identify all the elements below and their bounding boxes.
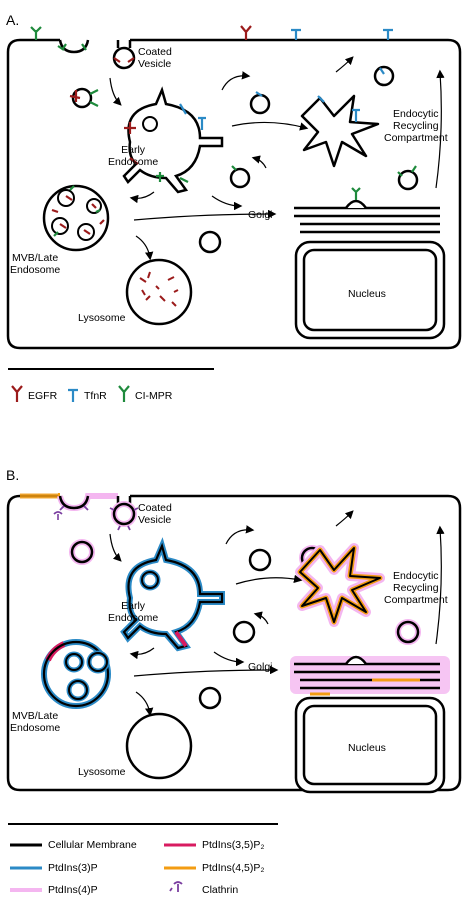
lysosome-label-b: Lysosome [78,766,126,778]
tfnr-icon [68,388,78,402]
small-vesicles-a [71,65,419,254]
recycling-compartment-a [300,94,380,168]
recycling-compartment-label-b: Endocytic Recycling Compartment [384,570,448,606]
recycling-compartment-b [295,543,385,627]
legend-ci-mpr: CI-MPR [135,390,173,402]
arrows-b [109,510,445,717]
nucleus-label-a: Nucleus [348,288,386,300]
lysosome-b [125,712,193,780]
legend-a-icons [11,385,130,402]
legend-ptdins45p2: PtdIns(4,5)P₂ [202,862,265,874]
mvb-label-b: MVB/Late Endosome [10,710,61,734]
mvb-b [41,639,111,709]
mvb-label-a: MVB/Late Endosome [10,252,61,276]
legend-tfnr: TfnR [84,390,107,402]
golgi-label-b: Golgi [248,661,273,673]
panel-b-cell [6,493,462,792]
panel-a-label: A. [6,12,20,28]
coated-vesicle-label-b: Coated Vesicle [138,502,172,526]
clathrin-icon [169,881,183,892]
legend-ptdins4p: PtdIns(4)P [48,884,98,896]
recycling-compartment-label-a: Endocytic Recycling Compartment [384,108,448,144]
early-endosome-a [122,86,224,194]
golgi-a [294,199,440,234]
panel-b-label: B. [6,467,20,483]
ci-mpr-icon [118,385,130,402]
legend-ptdins35p2: PtdIns(3,5)P₂ [202,839,265,851]
lysosome-label-a: Lysosome [78,312,126,324]
arrows-a [109,56,445,261]
early-endosome-label-b: Early Endosome [108,600,159,624]
golgi-b [290,655,450,696]
egfr-icon [11,385,23,402]
legend-b-icons [10,843,196,892]
nucleus-a [294,240,446,340]
golgi-label-a: Golgi [248,209,273,221]
lysosome-a [125,258,193,326]
coated-vesicle-label-a: Coated Vesicle [138,46,172,70]
nucleus-b [294,696,446,794]
legend-ptdins3p: PtdIns(3)P [48,862,98,874]
legend-clathrin: Clathrin [202,884,239,896]
nucleus-label-b: Nucleus [348,742,386,754]
early-endosome-label-a: Early Endosome [108,144,159,168]
legend-egfr: EGFR [28,390,58,402]
early-endosome-b [120,537,225,652]
mvb-a [42,184,110,252]
legend-cellular-membrane: Cellular Membrane [48,839,137,851]
receptors-a [30,25,417,237]
